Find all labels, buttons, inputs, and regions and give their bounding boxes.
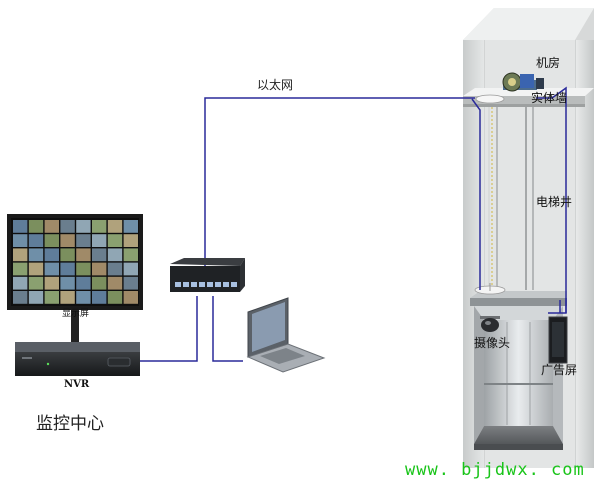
elevator-shaft-label: 电梯井 — [536, 196, 572, 208]
camera-feed-thumbnail — [60, 277, 74, 290]
camera-feed-thumbnail — [76, 263, 90, 276]
camera-feed-thumbnail — [76, 234, 90, 247]
ad-screen-icon — [549, 317, 567, 363]
camera-feed-thumbnail — [92, 248, 106, 261]
camera-feed-thumbnail — [29, 277, 43, 290]
camera-feed-thumbnail — [76, 291, 90, 304]
camera-feed-thumbnail — [76, 248, 90, 261]
website-watermark: www. bjjdwx. com — [405, 462, 585, 479]
camera-feed-thumbnail — [124, 291, 138, 304]
camera-feed-thumbnail — [29, 220, 43, 233]
camera-label: 摄像头 — [474, 337, 510, 349]
camera-feed-thumbnail — [13, 291, 27, 304]
camera-feed-thumbnail — [13, 234, 27, 247]
monitor-icon — [7, 214, 143, 344]
camera-feed-thumbnail — [13, 263, 27, 276]
camera-feed-thumbnail — [29, 234, 43, 247]
camera-feed-thumbnail — [29, 263, 43, 276]
camera-feed-thumbnail — [76, 277, 90, 290]
camera-feed-thumbnail — [108, 291, 122, 304]
camera-feed-thumbnail — [29, 248, 43, 261]
nvr-device — [15, 342, 140, 376]
nvr-label: NVR — [64, 380, 89, 390]
camera-feed-thumbnail — [45, 291, 59, 304]
camera-feed-thumbnail — [108, 248, 122, 261]
camera-feed-thumbnail — [60, 291, 74, 304]
monitor-label: 显示屏 — [62, 310, 89, 319]
camera-feed-thumbnail — [60, 248, 74, 261]
camera-feed-thumbnail — [45, 234, 59, 247]
camera-feed-thumbnail — [124, 248, 138, 261]
camera-feed-thumbnail — [45, 263, 59, 276]
camera-feed-thumbnail — [124, 220, 138, 233]
camera-feed-thumbnail — [60, 263, 74, 276]
camera-feed-thumbnail — [124, 263, 138, 276]
camera-feed-thumbnail — [108, 263, 122, 276]
camera-feed-thumbnail — [124, 277, 138, 290]
camera-feed-thumbnail — [45, 277, 59, 290]
camera-feed-thumbnail — [45, 220, 59, 233]
camera-feed-thumbnail — [108, 234, 122, 247]
camera-feed-thumbnail — [60, 234, 74, 247]
camera-feed-thumbnail — [92, 291, 106, 304]
camera-feed-thumbnail — [92, 277, 106, 290]
camera-feed-thumbnail — [13, 277, 27, 290]
monitoring-center-label: 监控中心 — [36, 416, 104, 433]
camera-feed-thumbnail — [108, 277, 122, 290]
machine-room-label: 机房 — [536, 57, 560, 69]
solid-wall-label: 实体墙 — [531, 92, 567, 104]
camera-feed-thumbnail — [29, 291, 43, 304]
camera-feed-thumbnail — [13, 248, 27, 261]
camera-feed-thumbnail — [76, 220, 90, 233]
ad-screen-label: 广告屏 — [541, 364, 577, 376]
camera-feed-thumbnail — [60, 220, 74, 233]
network-switch-icon — [170, 258, 245, 292]
camera-feed-thumbnail — [13, 220, 27, 233]
camera-feed-thumbnail — [124, 234, 138, 247]
camera-feed-thumbnail — [92, 263, 106, 276]
laptop-icon — [248, 298, 324, 372]
camera-feed-thumbnail — [92, 234, 106, 247]
ethernet-label: 以太网 — [257, 79, 293, 91]
camera-feed-thumbnail — [45, 248, 59, 261]
camera-feed-thumbnail — [108, 220, 122, 233]
camera-feed-thumbnail — [92, 220, 106, 233]
